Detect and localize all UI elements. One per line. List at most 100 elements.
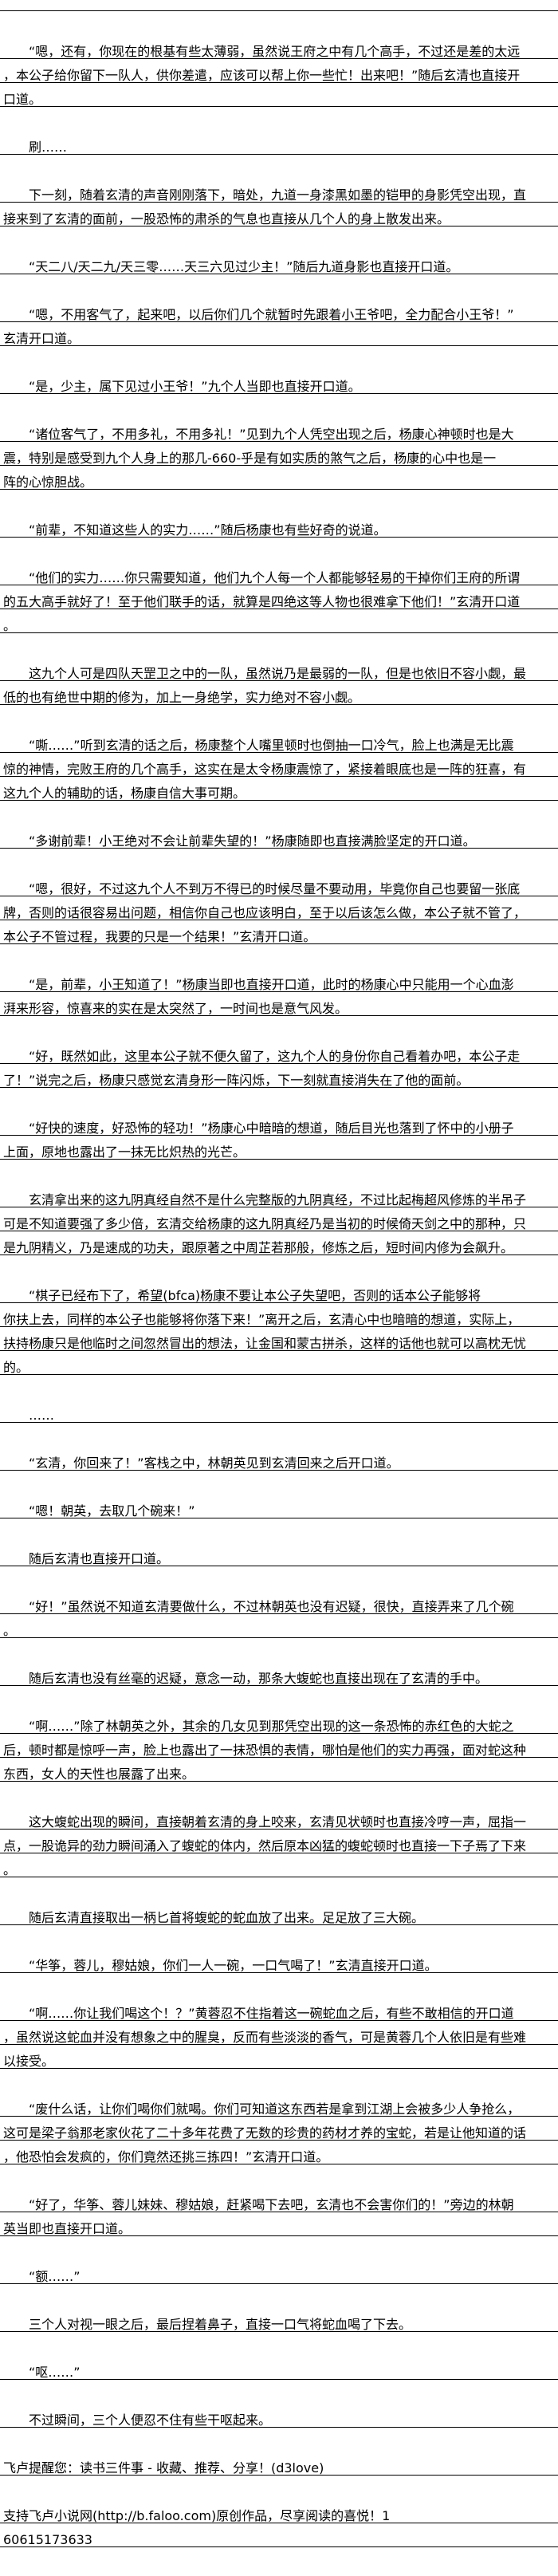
text-line: 英当即也直接开口道。 bbox=[0, 2212, 558, 2236]
text-line: “天二八/天二九/天三零……天三六见过少主！”随后九道身影也直接开口道。 bbox=[0, 250, 558, 274]
text-line: 随后玄清也直接开口道。 bbox=[0, 1542, 558, 1566]
text-line: 随后玄清直接取出一柄匕首将蝮蛇的蛇血放了出来。足足放了三大碗。 bbox=[0, 1901, 558, 1925]
paragraph-spacer bbox=[0, 490, 558, 514]
text-line: 本公子不管过程，我要的只是一个结果！”玄清开口道。 bbox=[0, 920, 558, 944]
paragraph: “玄清，你回来了！”客栈之中，林朝英见到玄清回来之后开口道。 bbox=[0, 1423, 558, 1471]
paragraph-spacer bbox=[0, 1423, 558, 1447]
paragraph: 下一刻，随着玄清的声音刚刚落下，暗处，九道一身漆黑如墨的铠甲的身影凭空出现，直接… bbox=[0, 155, 558, 226]
paragraph: 这九个人可是四队天罡卫之中的一队，虽然说乃是最弱的一队，但是也依旧不容小觑，最低… bbox=[0, 633, 558, 705]
text-line: 飞卢提醒您：读书三件事 - 收藏、推荐、分享！(d3love) bbox=[0, 2452, 558, 2476]
paragraph-spacer bbox=[0, 1518, 558, 1542]
text-line: 玄清开口道。 bbox=[0, 322, 558, 346]
paragraph-spacer bbox=[0, 11, 558, 35]
paragraph-spacer bbox=[0, 1973, 558, 1997]
paragraph: 支持飞卢小说网(http://b.faloo.com)原创作品，尽享阅读的喜悦！… bbox=[0, 2476, 558, 2547]
paragraph: “前辈，不知道这些人的实力……”随后杨康也有些好奇的说道。 bbox=[0, 490, 558, 538]
paragraph: “嗯！朝英，去取几个碗来！” bbox=[0, 1471, 558, 1518]
paragraph: “多谢前辈！小王绝对不会让前辈失望的！”杨康随即也直接满脸坚定的开口道。 bbox=[0, 801, 558, 849]
paragraph-spacer bbox=[0, 2428, 558, 2452]
text-line: “呕……” bbox=[0, 2356, 558, 2380]
text-line: 低的也有绝世中期的修为，加上一身绝学，实力绝对不容小觑。 bbox=[0, 681, 558, 705]
text-line: 。 bbox=[0, 1853, 558, 1877]
paragraph-spacer bbox=[0, 849, 558, 872]
paragraph: 随后玄清也没有丝毫的迟疑，意念一动，那条大蝮蛇也直接出现在了玄清的手中。 bbox=[0, 1638, 558, 1686]
text-line: 上面，原地也露出了一抹无比炽热的光芒。 bbox=[0, 1136, 558, 1160]
paragraph: “天二八/天二九/天三零……天三六见过少主！”随后九道身影也直接开口道。 bbox=[0, 226, 558, 274]
paragraph-spacer bbox=[0, 2164, 558, 2188]
paragraph-spacer bbox=[0, 801, 558, 825]
text-line: “好，既然如此，这里本公子就不便久留了，这九个人的身份你自己看着办吧，本公子走 bbox=[0, 1040, 558, 1064]
text-line: 这大蝮蛇出现的瞬间，直接朝着玄清的身上咬来，玄清见状顿时也直接冷哼一声，屈指一 bbox=[0, 1806, 558, 1830]
paragraph: 随后玄清直接取出一柄匕首将蝮蛇的蛇血放了出来。足足放了三大碗。 bbox=[0, 1877, 558, 1925]
paragraph-spacer bbox=[0, 2332, 558, 2356]
paragraph-spacer bbox=[0, 633, 558, 657]
text-line: “棋子已经布下了，希望(bfca)杨康不要让本公子失望吧，否则的话本公子能够将 bbox=[0, 1279, 558, 1303]
text-line: 的五大高手就好了！至于他们联手的话，就算是四绝这等人物也很难拿下他们！”玄清开口… bbox=[0, 585, 558, 609]
paragraph-spacer bbox=[0, 1782, 558, 1806]
paragraph: “华筝，蓉儿，穆姑娘，你们一人一碗，一口气喝了！”玄清直接开口道。 bbox=[0, 1925, 558, 1973]
paragraph: 不过瞬间，三个人便忍不住有些干呕起来。 bbox=[0, 2380, 558, 2428]
paragraph: “嘶……”听到玄清的话之后，杨康整个人嘴里顿时也倒抽一口冷气，脸上也满是无比震惊… bbox=[0, 705, 558, 801]
paragraph-spacer bbox=[0, 107, 558, 131]
text-line: “好！”虽然说不知道玄清要做什么，不过林朝英也没有迟疑，很快，直接弄来了几个碗 bbox=[0, 1590, 558, 1614]
paragraph: 刷…… bbox=[0, 107, 558, 155]
text-line: 震，特别是感受到九个人身上的那几-660-乎是有如实质的煞气之后，杨康的心中也是… bbox=[0, 442, 558, 466]
text-line: 后，顿时都是惊呼一声，脸上也露出了一抹恐惧的表情，哪怕是他们的实力再强，面对蛇这… bbox=[0, 1734, 558, 1758]
paragraph: “呕……” bbox=[0, 2332, 558, 2380]
paragraph: “嗯，很好，不过这九个人不到万不得已的时候尽量不要动用，毕竟你自己也要留一张底牌… bbox=[0, 849, 558, 944]
paragraph-spacer bbox=[0, 2380, 558, 2404]
paragraph-spacer bbox=[0, 394, 558, 418]
text-line: 这可是梁子翁那老家伙花了二十多年花费了无数的珍贵的药材才养的宝蛇，若是让他知道的… bbox=[0, 2117, 558, 2141]
paragraph-spacer bbox=[0, 274, 558, 298]
text-line: 60615173633 bbox=[0, 2523, 558, 2547]
text-line: 三个人对视一眼之后，最后捏着鼻子，直接一口气将蛇血喝了下去。 bbox=[0, 2308, 558, 2332]
paragraph-spacer bbox=[0, 346, 558, 370]
text-line: “前辈，不知道这些人的实力……”随后杨康也有些好奇的说道。 bbox=[0, 514, 558, 538]
text-line: 可是不知道要强了多少倍，玄清交给杨康的这九阴真经乃是当初的时候倚天剑之中的那种，… bbox=[0, 1207, 558, 1231]
text-line: “嗯，不用客气了，起来吧，以后你们几个就暂时先跟着小王爷吧，全力配合小王爷！” bbox=[0, 298, 558, 322]
text-line: “嘶……”听到玄清的话之后，杨康整个人嘴里顿时也倒抽一口冷气，脸上也满是无比震 bbox=[0, 729, 558, 753]
paragraph: “好！”虽然说不知道玄清要做什么，不过林朝英也没有迟疑，很快，直接弄来了几个碗。 bbox=[0, 1566, 558, 1638]
text-line: 牌，否则的话很容易出问题，相信你自己也应该明白，至于以后该怎么做，本公子就不管了… bbox=[0, 896, 558, 920]
text-line: 刷…… bbox=[0, 131, 558, 155]
text-line: “玄清，你回来了！”客栈之中，林朝英见到玄清回来之后开口道。 bbox=[0, 1447, 558, 1471]
text-line: “额……” bbox=[0, 2260, 558, 2284]
text-line: ，本公子给你留下一队人，供你差遣，应该可以帮上你一些忙！出来吧！”随后玄清也直接… bbox=[0, 59, 558, 83]
text-line: “嗯，还有，你现在的根基有些太薄弱，虽然说王府之中有几个高手，不过还是差的太远 bbox=[0, 35, 558, 59]
text-line: 湃来形容，惊喜来的实在是太突然了，一时间也是意气风发。 bbox=[0, 992, 558, 1016]
text-line: 这九个人的辅助的话，杨康自信大事可期。 bbox=[0, 777, 558, 801]
text-line: 了！”说完之后，杨康只感觉玄清身形一阵闪烁，下一刻就直接消失在了他的面前。 bbox=[0, 1064, 558, 1088]
paragraph-spacer bbox=[0, 226, 558, 250]
paragraph-spacer bbox=[0, 1160, 558, 1184]
text-line: 不过瞬间，三个人便忍不住有些干呕起来。 bbox=[0, 2404, 558, 2428]
paragraph: “啊……你让我们喝这个！？”黄蓉忍不住指着这一碗蛇血之后，有些不敢相信的开口道，… bbox=[0, 1973, 558, 2069]
paragraph-spacer bbox=[0, 1255, 558, 1279]
paragraph: “啊……”除了林朝英之外，其余的几女见到那凭空出现的这一条恐怖的赤红色的大蛇之后… bbox=[0, 1686, 558, 1782]
paragraph: …… bbox=[0, 1375, 558, 1423]
paragraph-spacer bbox=[0, 944, 558, 968]
document-body: “嗯，还有，你现在的根基有些太薄弱，虽然说王府之中有几个高手，不过还是差的太远，… bbox=[0, 11, 558, 2547]
text-line: 玄清拿出来的这九阴真经自然不是什么完整版的九阴真经，不过比起梅超风修炼的半吊子 bbox=[0, 1184, 558, 1207]
text-line: 支持飞卢小说网(http://b.faloo.com)原创作品，尽享阅读的喜悦！… bbox=[0, 2499, 558, 2523]
text-line: “废什么话，让你们喝你们就喝。你们可知道这东西若是拿到江湖上会被多少人争抢么， bbox=[0, 2093, 558, 2117]
text-line: 阵的心惊胆战。 bbox=[0, 466, 558, 490]
paragraph-spacer bbox=[0, 1877, 558, 1901]
text-line: ，他恐怕会发疯的，你们竟然还挑三拣四！”玄清开口道。 bbox=[0, 2141, 558, 2164]
text-line: “嗯！朝英，去取几个碗来！” bbox=[0, 1495, 558, 1518]
text-line: “啊……你让我们喝这个！？”黄蓉忍不住指着这一碗蛇血之后，有些不敢相信的开口道 bbox=[0, 1997, 558, 2021]
text-line: “啊……”除了林朝英之外，其余的几女见到那凭空出现的这一条恐怖的赤红色的大蛇之 bbox=[0, 1710, 558, 1734]
text-line: 的。 bbox=[0, 1351, 558, 1375]
text-line: “华筝，蓉儿，穆姑娘，你们一人一碗，一口气喝了！”玄清直接开口道。 bbox=[0, 1949, 558, 1973]
paragraph: “是，前辈，小王知道了！”杨康当即也直接开口道，此时的杨康心中只能用一个心血澎湃… bbox=[0, 944, 558, 1016]
paragraph-spacer bbox=[0, 2284, 558, 2308]
text-line: 点，一股诡异的劲力瞬间涌入了蝮蛇的体内，然后原本凶猛的蝮蛇顿时也直接一下子焉了下… bbox=[0, 1830, 558, 1853]
paragraph: 三个人对视一眼之后，最后捏着鼻子，直接一口气将蛇血喝了下去。 bbox=[0, 2284, 558, 2332]
text-line: 是九阴精义，乃是速成的功夫，跟原著之中周芷若那般，修炼之后，短时间内修为会飙升。 bbox=[0, 1231, 558, 1255]
text-line: “他们的实力……你只需要知道，他们九个人每一个人都能够轻易的干掉你们王府的所谓 bbox=[0, 561, 558, 585]
paragraph: 随后玄清也直接开口道。 bbox=[0, 1518, 558, 1566]
paragraph: “嗯，还有，你现在的根基有些太薄弱，虽然说王府之中有几个高手，不过还是差的太远，… bbox=[0, 11, 558, 107]
paragraph-spacer bbox=[0, 1016, 558, 1040]
paragraph-spacer bbox=[0, 2069, 558, 2093]
paragraph: “是，少主，属下见过小王爷！”九个人当即也直接开口道。 bbox=[0, 346, 558, 394]
